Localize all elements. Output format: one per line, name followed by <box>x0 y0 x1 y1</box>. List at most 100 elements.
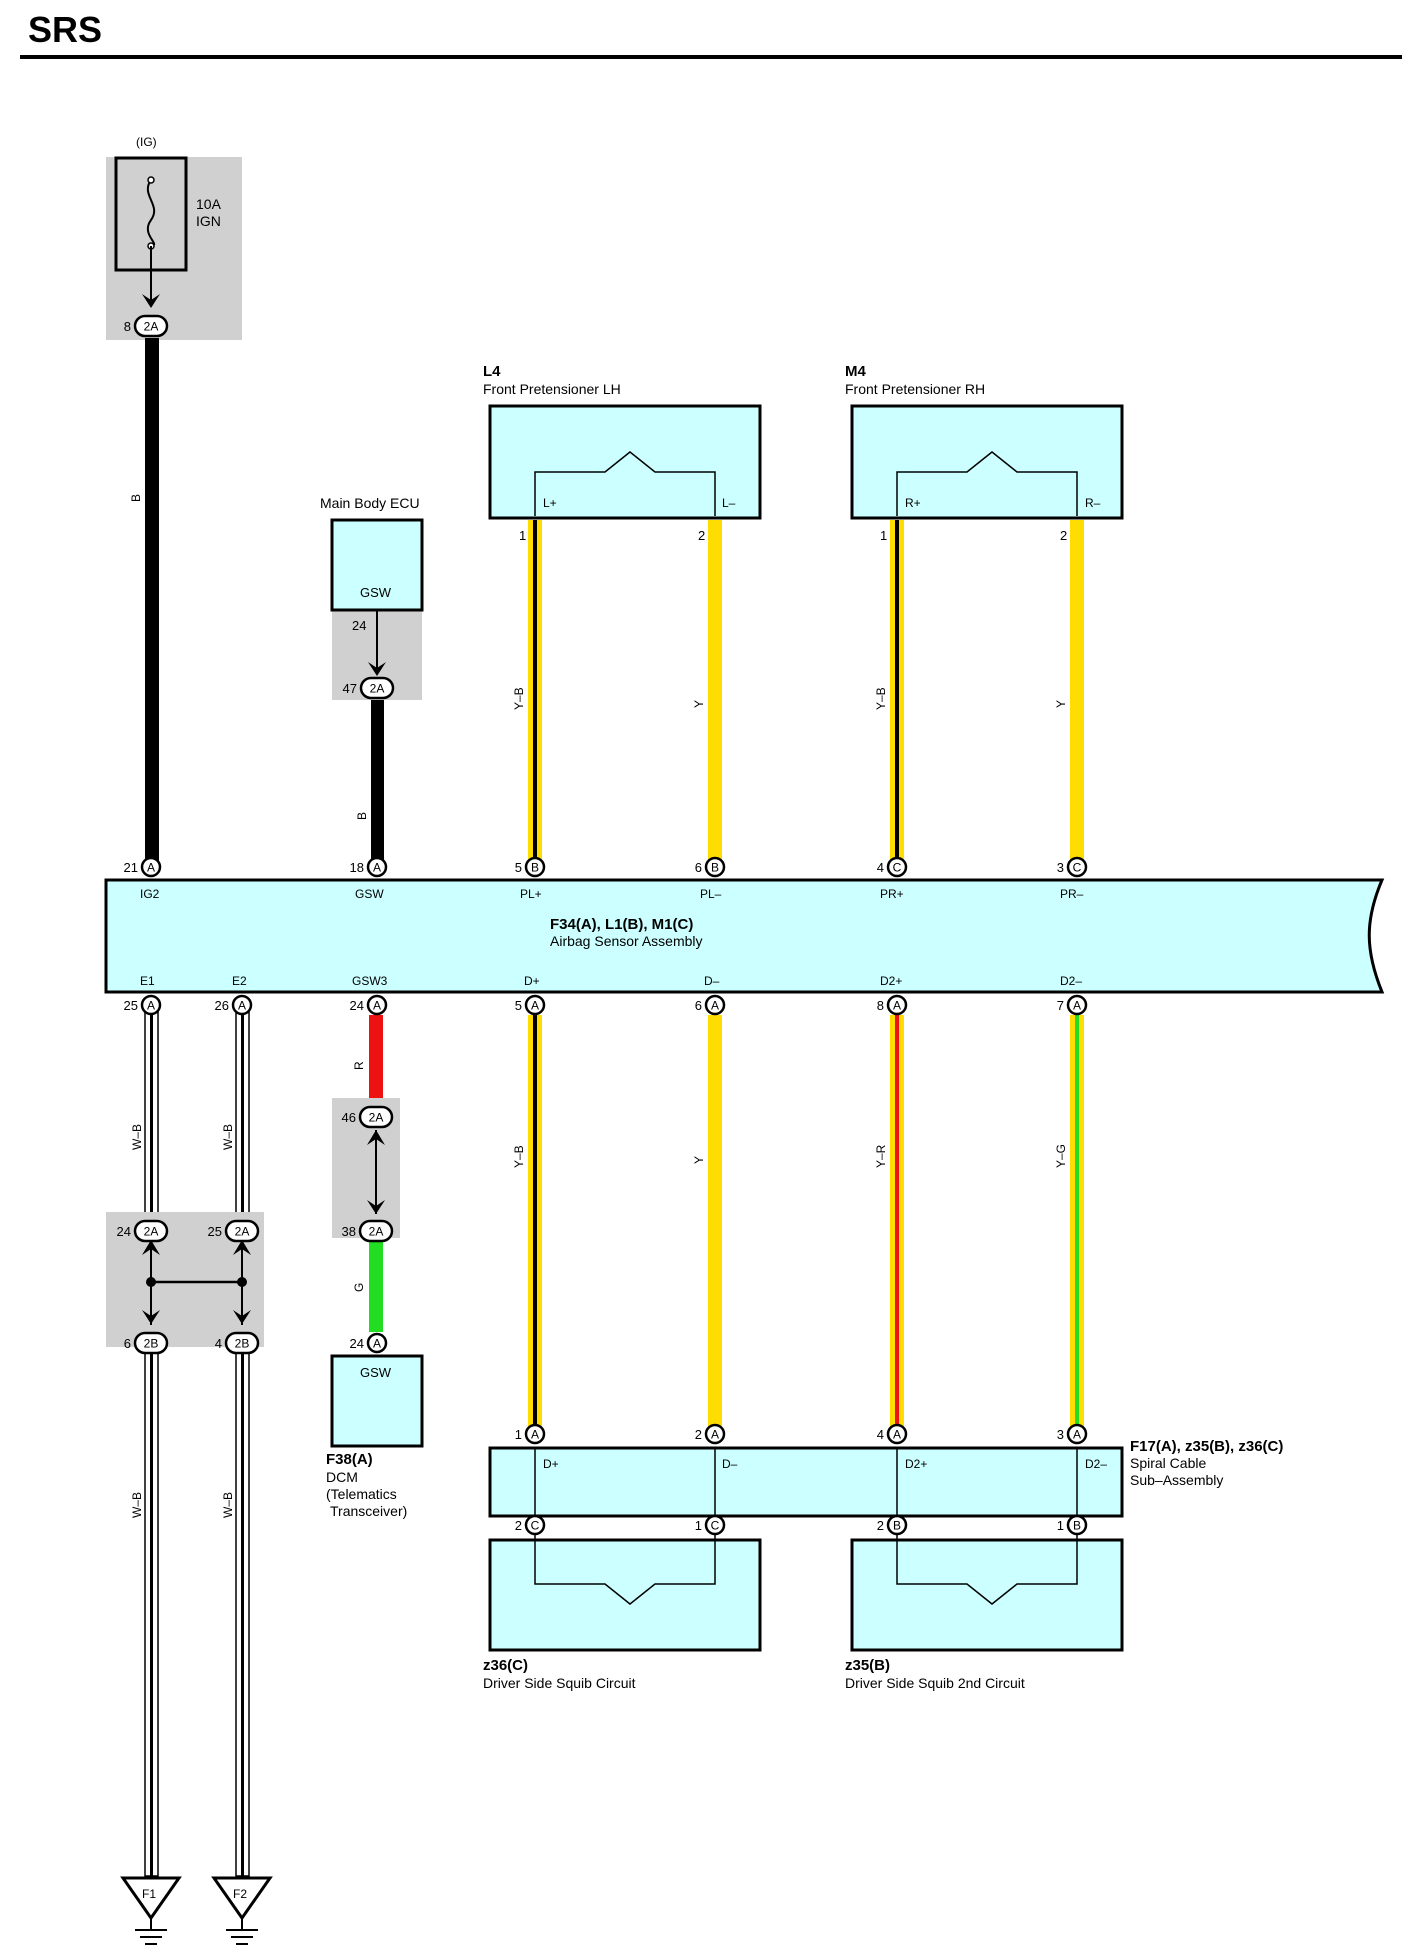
squib2-name: Driver Side Squib 2nd Circuit <box>845 1675 1025 1691</box>
fuse-symbol-icon <box>146 179 156 247</box>
spiral-top-pin-3-conn: A <box>893 1428 901 1442</box>
spiral-bot-pin-2-conn: C <box>711 1519 720 1533</box>
as-top-pin-4-conn: B <box>711 861 719 875</box>
spiral-top-pin-4-conn: A <box>1073 1428 1081 1442</box>
as-bot-label-7: D2– <box>1060 974 1082 988</box>
fuse-block: (IG) 10A IGN <box>106 135 242 340</box>
wire-e2-lower-color: W–B <box>221 1492 235 1518</box>
as-bot-pin-1-pin: 25 <box>124 998 138 1013</box>
squib-circuit-1: z36(C) Driver Side Squib Circuit <box>483 1530 762 1691</box>
spiral-bot-pin-1-conn: C <box>531 1519 540 1533</box>
upper-wires: B B Y–B Y Y–B Y <box>129 338 1084 866</box>
dcm-line3: Transceiver) <box>330 1503 407 1519</box>
front-pretensioner-rh: M4 Front Pretensioner RH R+ R– 1 2 <box>845 363 1124 543</box>
wire-e2-upper-color: W–B <box>221 1124 235 1150</box>
pretensioner-lh-code: L4 <box>483 363 501 380</box>
airbag-sensor-name: Airbag Sensor Assembly <box>550 933 703 949</box>
airbag-sensor-code: F34(A), L1(B), M1(C) <box>550 916 693 933</box>
spiral-bot-pin-3: B2 <box>877 1514 908 1536</box>
main-body-ecu-terminal: GSW <box>360 585 392 600</box>
as-bot-pin-5: A6 <box>695 994 726 1016</box>
ground-f2: F2 <box>211 1876 273 1945</box>
as-top-label-1: IG2 <box>140 887 160 901</box>
je-e1-top-pin-pin: 24 <box>117 1224 131 1239</box>
wire-ig2-color: B <box>129 494 143 502</box>
as-bot-label-3: GSW3 <box>352 974 388 988</box>
as-bot-pin-4-pin: 5 <box>515 998 522 1013</box>
as-bot-pin-6-conn: A <box>893 999 901 1013</box>
wire-d2-plus-color: Y–R <box>874 1144 888 1168</box>
spiral-top-pin-1: A1 <box>515 1423 546 1445</box>
je-e1-bot-pin-conn: 2B <box>144 1337 159 1351</box>
as-top-label-4: PL– <box>700 887 722 901</box>
spiral-cable-line2: Sub–Assembly <box>1130 1472 1223 1488</box>
spiral-top-pin-1-conn: A <box>531 1428 539 1442</box>
wire-gsw-color: B <box>355 812 369 820</box>
as-bot-pin-7-pin: 7 <box>1057 998 1064 1013</box>
fuse-junction-pin-pin: 8 <box>124 319 131 334</box>
as-bot-pin-3-pin: 24 <box>350 998 364 1013</box>
as-bot-label-1: E1 <box>140 974 155 988</box>
as-bot-pin-4-conn: A <box>531 999 539 1013</box>
spiral-bot-pin-1-pin: 2 <box>515 1518 522 1533</box>
as-top-pin-4: B6 <box>695 856 726 878</box>
as-bot-pin-7-conn: A <box>1073 999 1081 1013</box>
fuse-rating: 10A <box>196 196 222 212</box>
squib1-box <box>488 1538 762 1652</box>
wire-d-minus-color: Y <box>692 1156 706 1164</box>
airbag-sensor-assembly: F34(A), L1(B), M1(C) Airbag Sensor Assem… <box>104 878 1385 994</box>
ecu-junction-pin-conn: 2A <box>370 682 385 696</box>
as-top-pin-4-pin: 6 <box>695 860 702 875</box>
as-bot-pin-3: A 24 <box>350 994 388 1016</box>
spiral-label-3: D2+ <box>905 1457 927 1471</box>
as-bot-pin-5-conn: A <box>711 999 719 1013</box>
dcm-code: F38(A) <box>326 1451 373 1468</box>
wire-gsw3-upper-color: R <box>352 1061 366 1070</box>
lower-wires: W–B W–B W–B W–B R G Y–B Y Y–R Y–G <box>130 1009 1084 1877</box>
je-e1-bot-pin: 2B6 <box>124 1331 169 1355</box>
as-top-label-6: PR– <box>1060 887 1084 901</box>
pretensioner-lh-name: Front Pretensioner LH <box>483 381 621 397</box>
wire-pr-minus-color: Y <box>1054 700 1068 708</box>
as-bot-label-5: D– <box>704 974 720 988</box>
wire-pl-minus-color: Y <box>692 700 706 708</box>
fuse-junction-pin: 2A8 <box>124 314 169 338</box>
wire-e1-lower-color: W–B <box>130 1492 144 1518</box>
as-bot-label-6: D2+ <box>880 974 902 988</box>
spiral-bot-pin-4-conn: B <box>1073 1519 1081 1533</box>
wire-gsw3-lower-color: G <box>352 1283 366 1292</box>
as-bot-pin-3-conn: A <box>373 999 381 1013</box>
squib1-code: z36(C) <box>483 1657 528 1674</box>
as-bot-pin-4: A5 <box>515 994 546 1016</box>
wire-e1-upper-color: W–B <box>130 1124 144 1150</box>
as-top-label-3: PL+ <box>520 887 542 901</box>
dcm-pin-pin: 24 <box>350 1336 364 1351</box>
as-top-pin-6-pin: 3 <box>1057 860 1064 875</box>
pretensioner-lh-p2: 2 <box>698 528 705 543</box>
pretensioner-lh-p1: 1 <box>519 528 526 543</box>
pretensioner-rh-t1: R+ <box>905 496 921 510</box>
squib1-name: Driver Side Squib Circuit <box>483 1675 636 1691</box>
as-top-pin-1: A21 <box>124 856 162 878</box>
spiral-bot-pin-2: C1 <box>695 1514 726 1536</box>
spiral-bot-pin-3-pin: 2 <box>877 1518 884 1533</box>
fuse-name: IGN <box>196 213 221 229</box>
je-e2-bot-pin-conn: 2B <box>235 1337 250 1351</box>
as-top-pin-3: B5 <box>515 856 546 878</box>
je-e2-top-pin-pin: 25 <box>208 1224 222 1239</box>
dcm: GSW F38(A) DCM (Telematics Transceiver) <box>326 1354 424 1519</box>
pretensioner-rh-box <box>850 404 1124 520</box>
as-top-pin-2-conn: A <box>373 861 381 875</box>
as-top-label-5: PR+ <box>880 887 904 901</box>
as-bot-pin-7: A7 <box>1057 994 1088 1016</box>
jg-top-pin-conn: 2A <box>369 1111 384 1125</box>
as-bot-pin-5-pin: 6 <box>695 998 702 1013</box>
as-top-label-2: GSW <box>355 887 384 901</box>
spiral-label-4: D2– <box>1085 1457 1107 1471</box>
pretensioner-lh-t2: L– <box>722 496 736 510</box>
as-top-pin-5-conn: C <box>893 861 902 875</box>
